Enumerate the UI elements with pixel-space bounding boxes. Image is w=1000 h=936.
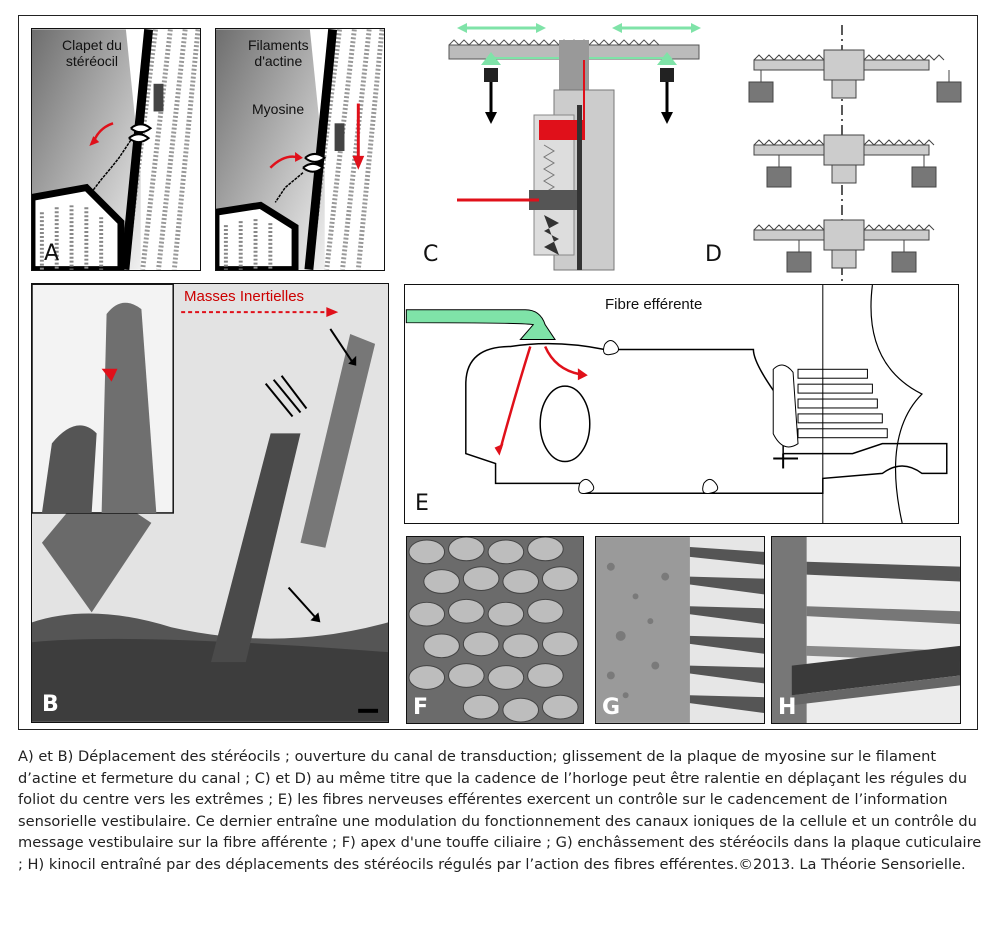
panel-g: G	[595, 536, 765, 724]
panel-f-label: F	[413, 695, 429, 720]
panel-a2: Filaments d'actine Myosine	[215, 28, 385, 271]
panel-d: D	[699, 20, 969, 282]
panel-g-micrograph	[596, 537, 764, 723]
panel-b: Masses Inertielles B	[31, 283, 389, 723]
panel-a-drawing	[32, 29, 200, 270]
panel-f: F	[406, 536, 584, 724]
panel-f-micrograph	[407, 537, 583, 723]
panel-c-drawing	[448, 23, 701, 271]
panel-h-label: H	[778, 695, 797, 720]
panel-g-label: G	[602, 695, 621, 720]
panel-c: C	[409, 20, 709, 275]
panel-a-label: A	[44, 241, 60, 266]
panel-d-drawing	[748, 25, 962, 282]
panel-e: Fibre efférente E	[404, 284, 959, 524]
panel-a: Clapet du stéréocil A	[31, 28, 201, 271]
masses-inertielles-label: Masses Inertielles	[184, 288, 305, 305]
figure-caption: A) et B) Déplacement des stéréocils ; ou…	[18, 748, 982, 873]
fibre-efferente-label: Fibre efférente	[605, 296, 703, 313]
panel-e-drawing	[405, 285, 948, 523]
panel-h-micrograph	[772, 537, 960, 723]
panel-a2-drawing	[216, 29, 384, 270]
panel-e-label: E	[415, 491, 429, 516]
myosine-label: Myosine	[252, 101, 305, 117]
panel-b-micrograph	[32, 284, 388, 722]
panel-h: H	[771, 536, 961, 724]
clapet-label: Clapet du stéréocil	[62, 37, 122, 69]
panel-d-label: D	[705, 242, 722, 267]
composite-figure: Clapet du stéréocil A Fi	[18, 15, 978, 730]
panel-c-label: C	[423, 242, 439, 267]
filaments-label: Filaments d'actine	[248, 37, 309, 69]
panel-b-label: B	[42, 692, 59, 717]
